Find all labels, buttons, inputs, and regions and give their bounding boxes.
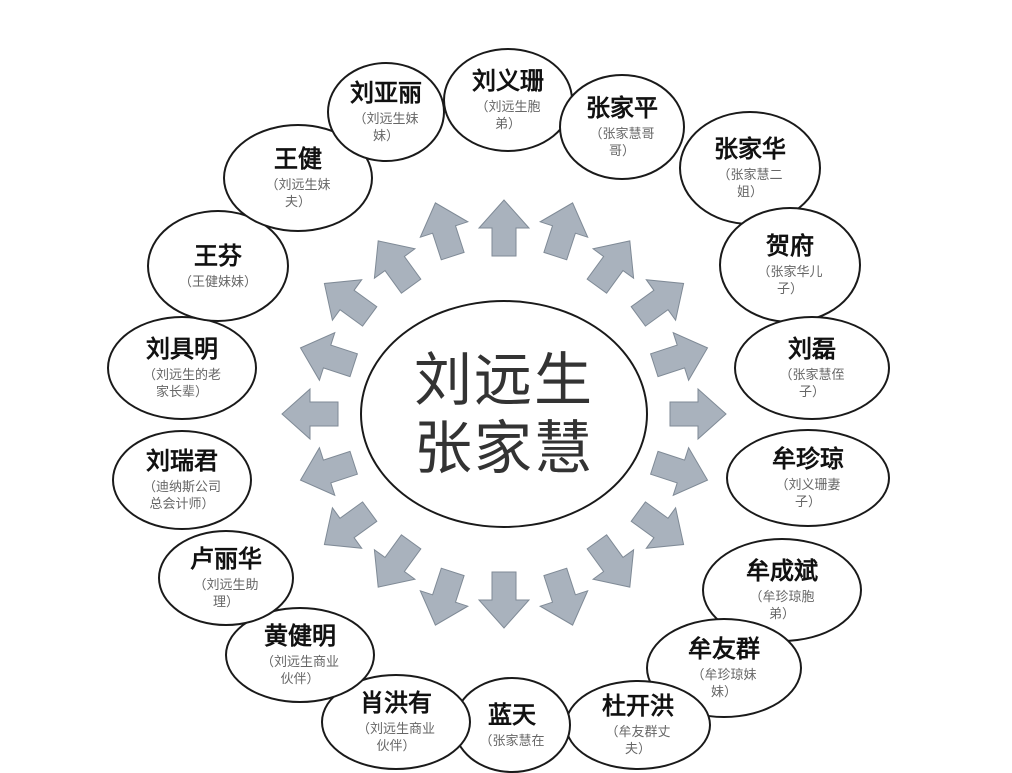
person-relation: （张家慧侄子） [779,368,845,400]
person-relation: （张家慧在 [479,733,545,749]
person-name: 牟珍琼 [772,445,844,473]
radial-arrow [323,279,378,327]
center-couple: 刘远生 张家慧 [360,300,648,528]
radial-arrow [586,240,635,294]
radial-arrow [649,446,709,497]
person-node: 张家华 （张家慧二姐） [679,111,821,225]
radial-arrow [477,571,531,629]
person-relation: （牟珍琼胞弟） [749,590,815,622]
person-node: 王芬 （王健妹妹） [147,210,289,322]
radial-arrow [323,501,378,549]
radial-arrow [538,202,589,261]
radial-arrow [373,240,422,294]
person-name: 贺府 [766,232,814,260]
person-relation: （张家慧哥哥） [589,127,655,159]
person-node: 张家平 （张家慧哥哥） [559,74,685,180]
radial-arrow [281,387,339,441]
person-relation: （张家华儿子） [757,265,823,297]
person-relation: （刘远生妹妹） [353,112,419,144]
person-relation: （刘远生商业伙伴） [260,655,339,687]
center-name-2: 张家慧 [413,414,594,482]
radial-arrow [630,279,685,327]
person-relation: （刘远生商业伙伴） [356,722,435,754]
radial-arrow [649,331,709,382]
person-name: 张家平 [586,94,658,122]
person-name: 肖洪有 [360,689,432,717]
person-relation: （刘远生助理） [193,578,259,610]
person-name: 王健 [274,145,322,173]
radial-arrow [538,567,589,626]
person-node: 刘亚丽 （刘远生妹妹） [327,62,445,162]
person-name: 王芬 [194,241,242,270]
person-name: 牟成斌 [746,557,818,585]
center-name-1: 刘远生 [413,346,594,414]
person-node: 贺府 （张家华儿子） [719,207,861,323]
person-name: 卢丽华 [190,545,262,573]
person-node: 刘瑞君 （迪纳斯公司总会计师） [112,430,252,530]
person-relation: （刘远生的老家长辈） [142,368,221,400]
person-name: 刘具明 [146,335,218,363]
person-name: 黄健明 [264,622,336,650]
person-node: 卢丽华 （刘远生助理） [158,530,294,626]
radial-arrow [299,446,359,497]
person-relation: （牟友群丈夫） [605,725,671,757]
person-name: 张家华 [714,135,786,163]
person-node: 杜开洪 （牟友群丈夫） [565,680,711,770]
radial-arrow [299,331,359,382]
radial-arrow [419,567,470,626]
radial-arrow [419,202,470,261]
person-relation: （张家慧二姐） [717,168,783,200]
person-relation: （刘义珊妻子） [775,478,841,510]
person-node: 刘义珊 （刘远生胞弟） [443,48,573,152]
radial-arrow [477,199,531,257]
person-relation: （牟珍琼妹妹） [691,668,757,700]
person-node: 蓝天 （张家慧在 [453,677,571,773]
person-name: 蓝天 [488,700,536,729]
radial-arrow [630,501,685,549]
radial-arrow [373,534,422,588]
person-relation: （刘远生胞弟） [475,100,541,132]
person-node: 刘磊 （张家慧侄子） [734,316,890,420]
person-relation: （刘远生妹夫） [265,178,331,210]
person-name: 牟友群 [688,635,760,663]
person-name: 杜开洪 [602,692,674,720]
person-node: 刘具明 （刘远生的老家长辈） [107,316,257,420]
radial-arrow [586,534,635,588]
person-name: 刘磊 [788,335,836,363]
person-node: 黄健明 （刘远生商业伙伴） [225,607,375,703]
person-name: 刘义珊 [472,67,544,95]
person-relation: （王健妹妹） [178,274,257,290]
person-name: 刘瑞君 [146,447,218,475]
person-node: 牟珍琼 （刘义珊妻子） [726,429,890,527]
radial-arrow [669,387,727,441]
person-name: 刘亚丽 [350,79,422,107]
person-relation: （迪纳斯公司总会计师） [142,480,221,512]
